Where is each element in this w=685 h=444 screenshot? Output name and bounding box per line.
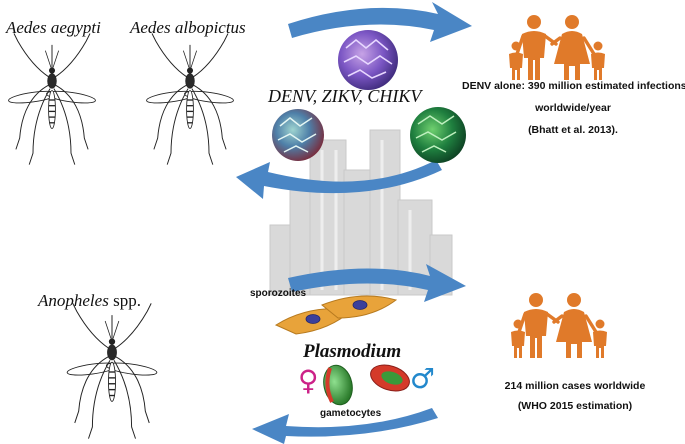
label-anopheles-genus: Anopheles [38, 291, 109, 310]
label-viruses: DENV, ZIKV, CHIKV [268, 86, 422, 106]
virus-particle-icon [338, 30, 398, 90]
virus-particle-icon [272, 109, 324, 161]
arrow-top-right [288, 2, 472, 42]
label-anopheles: Anopheles spp. [38, 291, 141, 311]
arrow-malaria-right [288, 264, 466, 302]
label-plasmodium: Plasmodium [303, 341, 402, 362]
dengue-burden-line1: DENV alone: 390 million estimated infect… [462, 80, 685, 92]
label-aedes-albopictus: Aedes albopictus [130, 18, 246, 37]
malaria-citation: (WHO 2015 estimation) [517, 400, 633, 412]
family-icon [509, 15, 605, 80]
label-anopheles-suffix: spp. [108, 291, 141, 310]
mosquito-icon [65, 302, 159, 440]
male-symbol-icon: ♂ [410, 362, 436, 395]
mosquito-icon [145, 32, 235, 166]
family-icon [511, 293, 607, 358]
label-sporozoites: sporozoites [250, 288, 307, 299]
sporozoite-cells [274, 295, 398, 335]
label-gametocytes: gametocytes [320, 408, 382, 419]
dengue-burden-citation: (Bhatt et al. 2013). [528, 124, 618, 136]
arrow-malaria-return [252, 408, 438, 444]
gametocyte-male [370, 364, 410, 392]
virus-particle-icon [410, 107, 466, 163]
female-symbol-icon: ♀ [298, 364, 319, 397]
malaria-cases: 214 million cases worldwide [504, 380, 646, 392]
dengue-burden-line2: worldwide/year [535, 102, 611, 114]
gametocyte-female [323, 364, 353, 406]
mosquito-icon [7, 32, 97, 166]
arrow-virus-return [236, 160, 442, 199]
label-aedes-aegypti: Aedes aegypti [6, 18, 101, 37]
